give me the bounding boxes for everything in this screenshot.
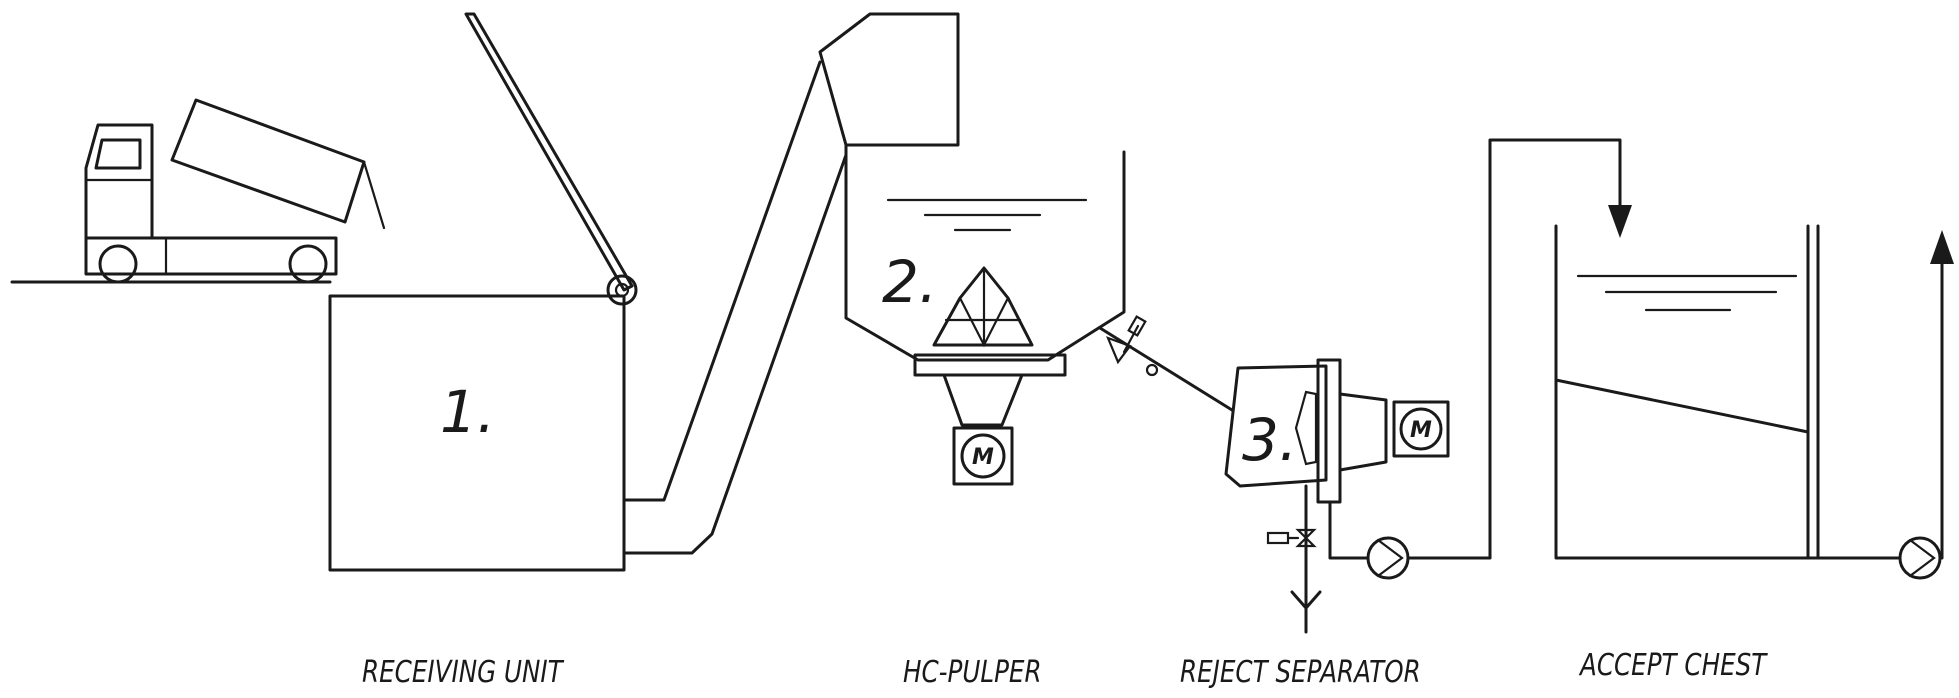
receiving-lid — [464, 12, 634, 292]
truck-chassis — [84, 236, 338, 276]
accept-pipe-to-chest — [1406, 138, 1622, 560]
chest-vessel — [1554, 224, 1820, 560]
station-number-2: 2. — [882, 248, 937, 316]
truck-front-wheel — [98, 244, 138, 284]
conveyor-bottom-edge — [622, 153, 848, 555]
receiving-unit: 1. — [328, 12, 638, 572]
pulper-rotor — [932, 266, 1034, 347]
pulper-valve — [1106, 336, 1132, 365]
conveyor-top-edge — [622, 60, 822, 502]
separator-motor-label: M — [1410, 418, 1432, 443]
hc-pulper: M 2. — [844, 143, 1126, 486]
receiving-bin — [328, 294, 626, 572]
lid-hinge — [606, 274, 638, 306]
separator-rotor — [1294, 390, 1318, 466]
dump-truck — [10, 98, 386, 284]
reject-separator: M 3. — [1224, 358, 1450, 634]
reject-pipe — [1098, 315, 1234, 412]
reject-drain-valve — [1295, 528, 1317, 548]
chest-sloped-bottom — [1554, 378, 1810, 434]
truck-rear-wheel — [288, 244, 328, 284]
truck-window — [94, 138, 142, 170]
accept-chest — [1554, 224, 1954, 580]
caption-accept-chest: ACCEPT CHEST — [1580, 648, 1767, 683]
caption-hc-pulper: HC-PULPER — [903, 655, 1042, 690]
truck-cab — [84, 123, 154, 240]
pulper-vessel — [844, 143, 1126, 362]
chest-outlet-arrow — [1930, 230, 1954, 264]
pulper-motor-label: M — [972, 445, 994, 470]
station-number-3: 3. — [1242, 406, 1297, 474]
truck-dump-box — [170, 98, 366, 224]
chest-inlet-arrow — [1608, 205, 1632, 238]
chest-outlet-pipe — [1938, 260, 1944, 560]
inclined-conveyor — [622, 12, 960, 555]
accept-pipe-out — [1328, 500, 1370, 560]
separator-drive-cone — [1338, 392, 1388, 472]
pulper-base-plate — [913, 353, 1067, 377]
caption-receiving-unit: RECEIVING UNIT — [362, 655, 563, 690]
conveyor-head-hopper — [818, 12, 960, 147]
separator-motor — [1392, 400, 1450, 458]
separator-drum — [1224, 364, 1328, 488]
accept-line — [1328, 138, 1632, 580]
caption-reject-separator: REJECT SEPARATOR — [1180, 655, 1421, 690]
transfer-pipe — [1098, 326, 1234, 412]
pulper-drive-cone — [942, 373, 1024, 427]
pulper-motor — [952, 426, 1014, 486]
station-number-1: 1. — [440, 378, 495, 446]
